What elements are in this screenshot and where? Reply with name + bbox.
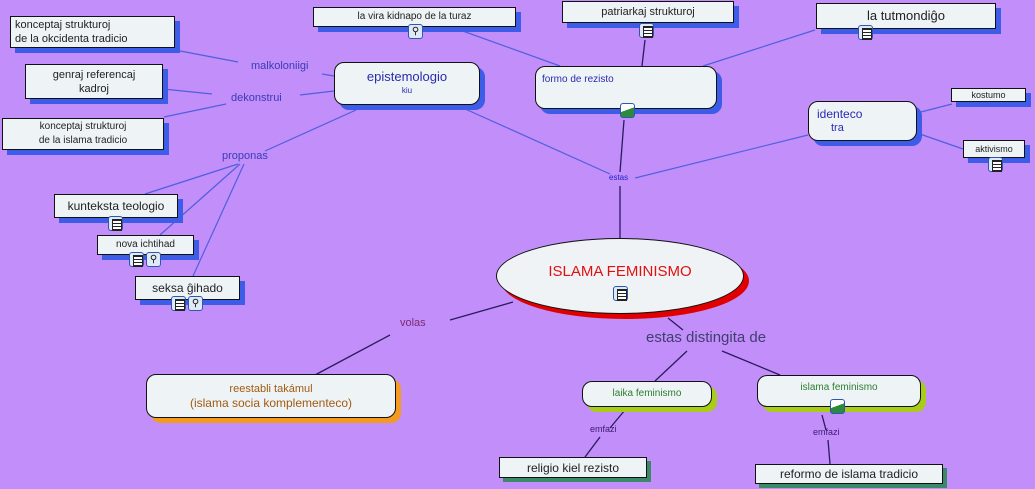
- link-label-emfazi[interactable]: emfazi: [813, 427, 840, 437]
- concept-kostumo[interactable]: kostumo: [951, 88, 1026, 102]
- link-label-dekonstrui[interactable]: dekonstrui: [231, 92, 282, 104]
- concept-patriarkaj-strukturoj[interactable]: patriarkaj strukturoj: [562, 1, 734, 23]
- submap-icon[interactable]: [408, 24, 423, 39]
- concept-line: konceptaj strukturoj: [39, 121, 127, 132]
- concept-laika-feminismo[interactable]: laika feminismo: [582, 381, 712, 407]
- submap-icon[interactable]: [188, 296, 203, 311]
- document-icon[interactable]: [639, 23, 654, 38]
- concept-religio-kiel-rezisto[interactable]: religio kiel rezisto: [499, 457, 647, 478]
- document-icon[interactable]: [108, 216, 123, 231]
- concept-subtitle: tra: [831, 122, 844, 134]
- concept-line: konceptaj strukturoj: [15, 19, 111, 31]
- concept-line: genraj referencaj: [52, 68, 136, 81]
- concept-aktivismo[interactable]: aktivismo: [963, 140, 1025, 158]
- concept-line: reestabli takámul: [229, 383, 313, 395]
- concept-epistemologio[interactable]: epistemologio kiu: [334, 62, 480, 105]
- link-label-proponas[interactable]: proponas: [222, 150, 268, 162]
- concept-okcidenta-tradicio[interactable]: konceptaj strukturoj de la okcidenta tra…: [10, 16, 175, 48]
- concept-kunteksta-teologio[interactable]: kunteksta teologio: [54, 194, 178, 218]
- document-icon[interactable]: [988, 157, 1003, 172]
- concept-line: (islama socia komplementeco): [189, 396, 353, 410]
- concept-title: identeco: [817, 107, 863, 121]
- concept-tutmondigo[interactable]: la tutmondiĝo: [816, 3, 996, 29]
- concept-genraj-kadroj[interactable]: genraj referencaj kadroj: [25, 64, 163, 99]
- document-icon[interactable]: [171, 296, 186, 311]
- link-label-estas[interactable]: estas: [609, 173, 629, 182]
- link-label-estas-distingita-de[interactable]: estas distingita de: [646, 329, 767, 346]
- concept-islama-tradicio[interactable]: konceptaj strukturoj de la islama tradic…: [2, 118, 164, 150]
- image-icon[interactable]: [620, 103, 635, 118]
- image-icon[interactable]: [830, 399, 845, 414]
- concept-line: de la okcidenta tradicio: [15, 33, 128, 45]
- concept-formo-de-rezisto[interactable]: formo de rezisto: [535, 66, 717, 109]
- concept-line: kadroj: [79, 82, 109, 95]
- document-icon[interactable]: [613, 286, 628, 301]
- concept-line: de la islama tradicio: [38, 135, 128, 146]
- document-icon[interactable]: [129, 252, 144, 267]
- concept-identeco[interactable]: identeco tra: [808, 101, 917, 141]
- concept-subtitle: kiu: [401, 85, 413, 95]
- concept-reformo[interactable]: reformo de islama tradicio: [755, 464, 943, 484]
- concept-title: epistemologio: [366, 68, 448, 84]
- document-icon[interactable]: [858, 25, 873, 40]
- concept-nova-ichtihad[interactable]: nova ichtihad: [97, 235, 194, 255]
- central-concept-islama-feminismo[interactable]: ISLAMA FEMINISMO: [496, 238, 744, 314]
- link-label-malkoloniigi[interactable]: malkoloniigi: [251, 60, 309, 72]
- link-label-volas[interactable]: volas: [400, 317, 426, 329]
- concept-reestabli-takamul[interactable]: reestabli takámul (islama socia kompleme…: [146, 374, 396, 418]
- link-label-emfazi[interactable]: emfazi: [590, 424, 617, 434]
- submap-icon[interactable]: [146, 252, 161, 267]
